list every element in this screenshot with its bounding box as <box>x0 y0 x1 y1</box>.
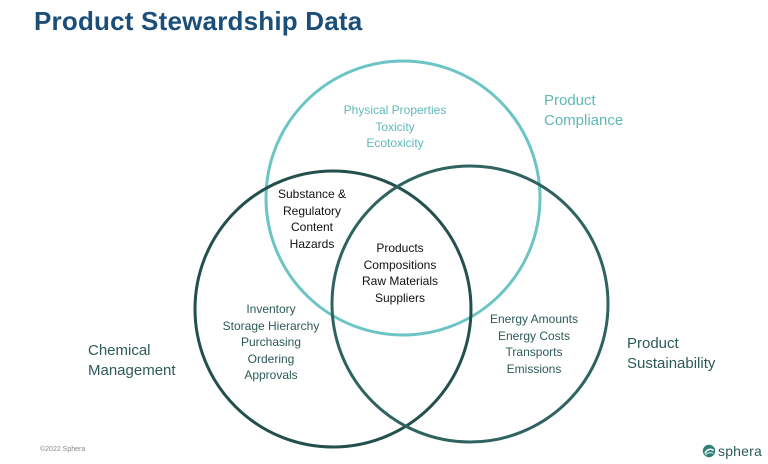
product-sustainability-label: Product Sustainability <box>627 335 716 372</box>
compliance-item: Toxicity <box>375 119 415 134</box>
chemical-item: Inventory <box>246 302 296 316</box>
center-item: Compositions <box>363 257 437 272</box>
center-item: Products <box>376 241 424 255</box>
sphera-logo: sphera <box>702 441 762 461</box>
sustainability-item: Energy Costs <box>497 328 571 343</box>
overlap-compliance-chemical: Substance & Regulatory Content Hazards <box>262 186 362 252</box>
sustainability-item: Emissions <box>506 361 562 376</box>
sustainability-item: Energy Amounts <box>489 312 579 326</box>
page-title: Product Stewardship Data <box>34 6 363 36</box>
chemical-item: Purchasing <box>240 335 302 349</box>
compliance-item: Physical Properties <box>343 103 447 117</box>
chemical-item: Approvals <box>244 368 298 382</box>
chemical-management-items: Inventory Storage Hierarchy Purchasing O… <box>210 301 332 384</box>
center-overlap: Products Compositions Raw Materials Supp… <box>348 240 452 306</box>
sphera-logo-text: sphera <box>718 443 763 459</box>
center-item: Suppliers <box>374 290 426 305</box>
sustainability-items: Energy Amounts Energy Costs Transports E… <box>478 311 590 377</box>
chemical-item: Storage Hierarchy <box>222 318 320 333</box>
chemical-management-circle <box>193 169 473 449</box>
chemical-management-label: Chemical Management <box>88 342 176 379</box>
compliance-items: Physical Properties Toxicity Ecotoxicity <box>330 102 460 152</box>
product-compliance-circle <box>264 59 542 337</box>
overlap-item: Content <box>290 220 334 234</box>
chemical-item: Ordering <box>247 351 295 366</box>
product-sustainability-circle <box>330 164 610 444</box>
overlap-item: Hazards <box>289 236 335 251</box>
sustainability-item: Transports <box>505 345 563 359</box>
center-item: Raw Materials <box>361 274 439 288</box>
overlap-item: Regulatory <box>282 203 342 218</box>
sphera-logo-icon <box>702 444 716 458</box>
compliance-item: Ecotoxicity <box>366 136 424 150</box>
overlap-item: Substance & <box>277 187 347 201</box>
product-compliance-label: Product Compliance <box>544 92 624 129</box>
copyright-footer: ©2022 Sphera <box>40 446 86 453</box>
